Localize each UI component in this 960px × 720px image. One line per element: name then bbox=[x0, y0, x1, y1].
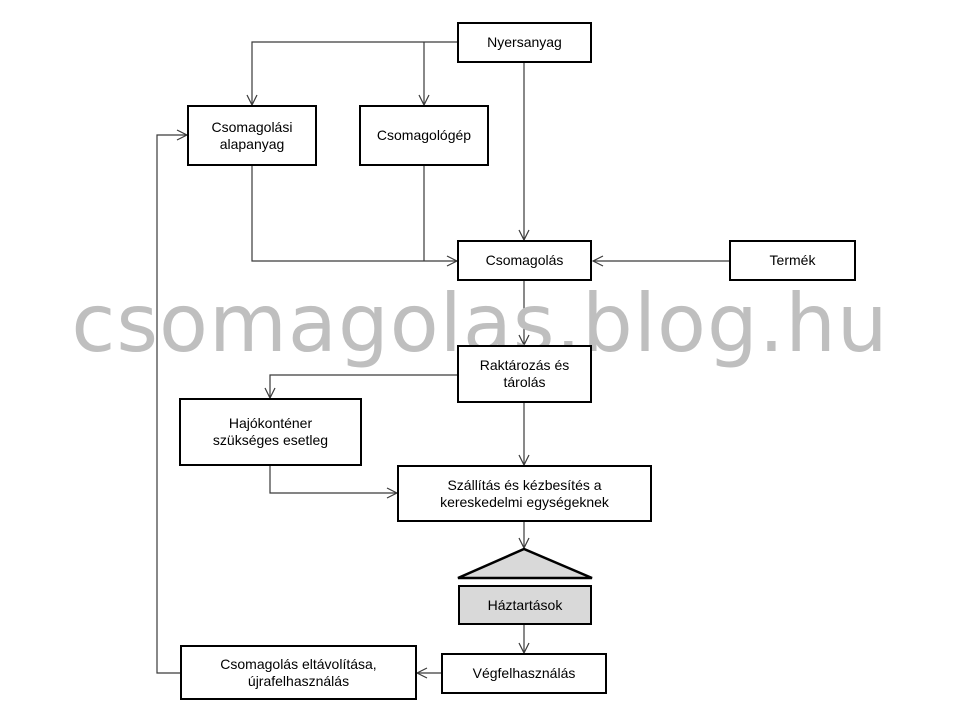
node-hajokontener[interactable]: Hajókonténer szükséges esetleg bbox=[179, 398, 362, 466]
house-roof-icon bbox=[457, 547, 593, 580]
node-termek[interactable]: Termék bbox=[729, 240, 856, 281]
edge-eltavolitas-alapanyag bbox=[156, 135, 187, 674]
node-csomagolas[interactable]: Csomagolás bbox=[457, 240, 592, 281]
node-hajokontener-line1: Hajókonténer bbox=[228, 415, 313, 431]
node-termek-label: Termék bbox=[769, 252, 816, 268]
node-haztartasok[interactable]: Háztartások bbox=[458, 585, 592, 625]
node-csomagolasi-alapanyag-line1: Csomagolási bbox=[211, 118, 293, 135]
node-hajokontener-line2: szükséges esetleg bbox=[212, 432, 329, 448]
node-szallitas-line2: kereskedelmi egységeknek bbox=[440, 493, 609, 510]
node-szallitas[interactable]: Szállítás és kézbesítés a kereskedelmi e… bbox=[397, 465, 652, 522]
edge-alapanyag-csomagolas bbox=[251, 166, 457, 261]
node-csomagolas-eltavolitasa-line1: Csomagolás eltávolítása, bbox=[220, 655, 377, 672]
node-raktarozas[interactable]: Raktározás és tárolás bbox=[457, 345, 592, 403]
node-csomagolas-label: Csomagolás bbox=[485, 252, 564, 268]
node-nyersanyag-label: Nyersanyag bbox=[487, 34, 562, 50]
node-vegfelhasznalas-label: Végfelhasználás bbox=[472, 665, 576, 681]
node-szallitas-line1: Szállítás és kézbesítés a bbox=[447, 476, 602, 493]
edge-nyersanyag-alapanyag bbox=[252, 41, 457, 105]
edge-raktarozas-hajokontener bbox=[270, 374, 457, 398]
node-raktarozas-line1: Raktározás és bbox=[479, 357, 570, 373]
edge-hajokontener-szallitas bbox=[269, 466, 397, 493]
node-csomagolasi-alapanyag-line2: alapanyag bbox=[219, 135, 285, 152]
node-csomagolas-eltavolitasa-line2: újrafelhasználás bbox=[247, 672, 350, 689]
node-csomagolas-eltavolitasa[interactable]: Csomagolás eltávolítása, újrafelhasználá… bbox=[180, 645, 417, 700]
node-vegfelhasznalas[interactable]: Végfelhasználás bbox=[441, 653, 607, 694]
node-csomagolasi-alapanyag[interactable]: Csomagolási alapanyag bbox=[187, 105, 317, 166]
node-csomagologep[interactable]: Csomagológép bbox=[359, 105, 489, 166]
node-nyersanyag[interactable]: Nyersanyag bbox=[457, 22, 592, 63]
node-raktarozas-line2: tárolás bbox=[503, 374, 546, 390]
node-csomagologep-label: Csomagológép bbox=[376, 127, 472, 143]
node-haztartasok-label: Háztartások bbox=[487, 596, 563, 613]
